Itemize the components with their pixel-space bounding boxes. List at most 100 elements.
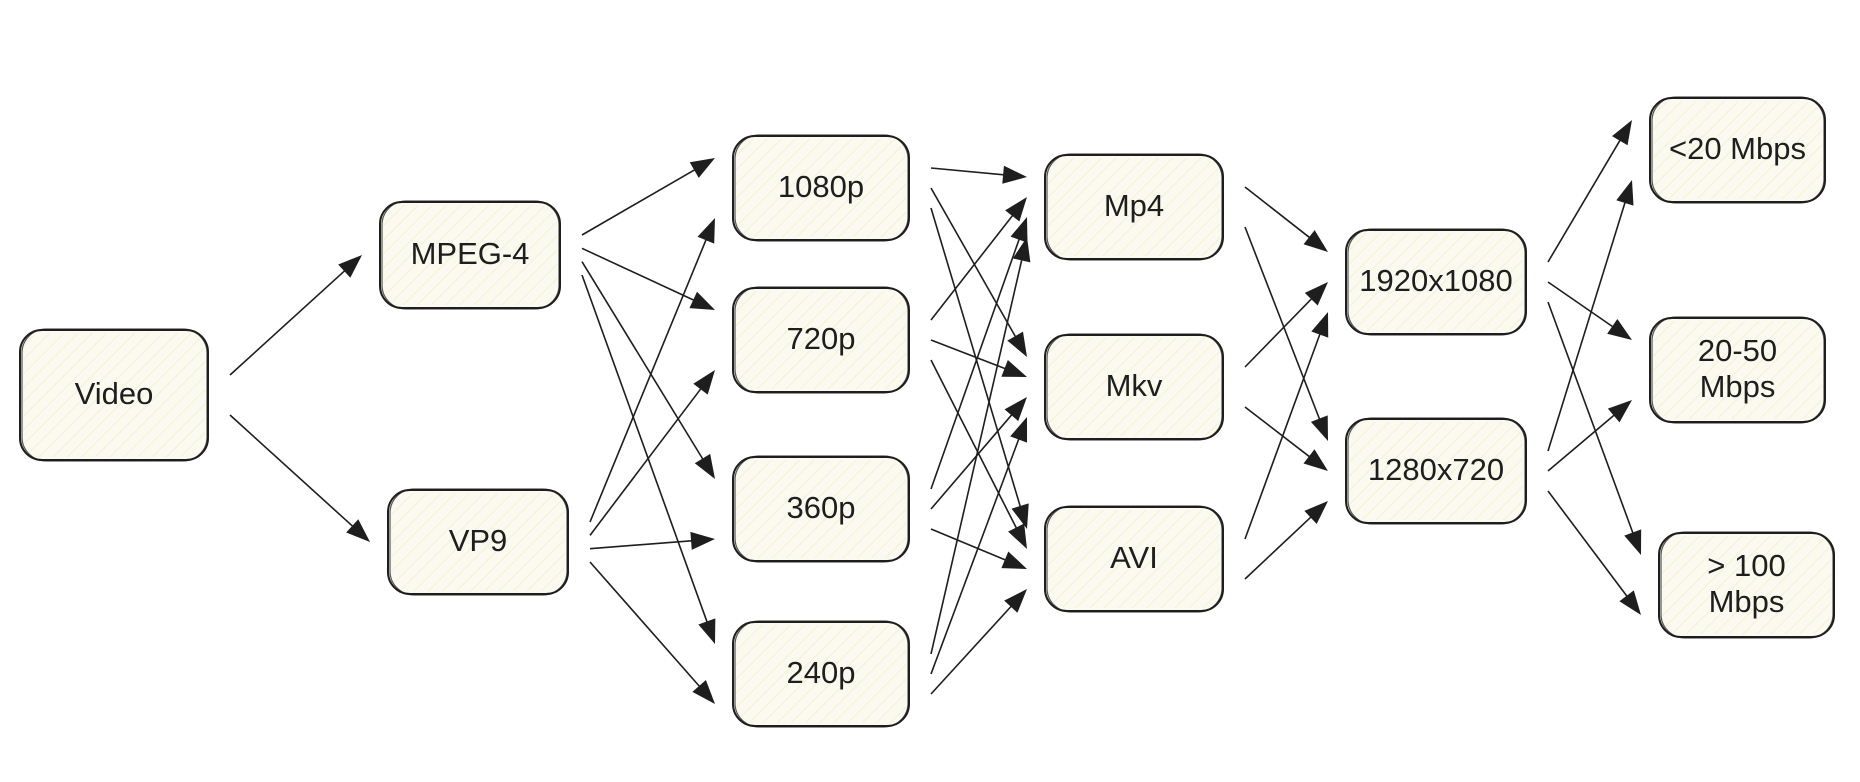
node-sketch-outline (1046, 505, 1223, 613)
arrowhead-icon (1004, 397, 1027, 422)
edge-r1280-to-b20 (1547, 180, 1634, 452)
arrowhead-icon (689, 158, 715, 178)
edge-vp9-to-p1080 (589, 218, 715, 523)
arrowhead-icon (1001, 551, 1027, 569)
arrowhead-icon (1303, 449, 1328, 471)
edge-line (930, 187, 1017, 339)
node-p720: 720p (732, 286, 910, 394)
node-label: VP9 (449, 523, 508, 558)
arrowhead-icon (690, 531, 715, 550)
node-label: MPEG-4 (411, 236, 530, 271)
edge-line (581, 261, 705, 461)
arrowhead-icon (1624, 529, 1642, 555)
arrowhead-icon (1311, 312, 1329, 338)
node-sketch-outline (734, 134, 909, 242)
arrowhead-icon (346, 519, 370, 542)
edge-line (1244, 186, 1312, 240)
node-label: Mkv (1106, 368, 1163, 403)
edge-r1920-to-b20 (1547, 120, 1632, 263)
edge-vp9-to-p360 (589, 531, 715, 550)
node-hatch (736, 625, 906, 723)
edge-line (930, 528, 1008, 562)
node-hatch (736, 291, 906, 389)
edge-line (581, 247, 696, 302)
edge-r1920-to-b100 (1547, 301, 1642, 555)
node-label: 240p (787, 655, 856, 690)
edge-line (1547, 413, 1616, 472)
node-video: Video (19, 328, 209, 462)
node-label: 720p (787, 321, 856, 356)
edge-line (1547, 301, 1635, 535)
arrowhead-icon (697, 218, 715, 244)
edge-line (930, 213, 1015, 321)
edge-avi-to-r1920 (1244, 312, 1329, 540)
arrowhead-icon (698, 618, 716, 644)
edge-line (589, 539, 694, 550)
arrowhead-icon (1008, 523, 1027, 549)
arrowhead-icon (1612, 120, 1632, 146)
arrowhead-icon (1010, 217, 1028, 243)
edge-line (930, 604, 1013, 695)
edge-line (581, 274, 709, 624)
edge-line (229, 269, 347, 376)
arrowhead-icon (694, 453, 715, 479)
edge-line (930, 258, 1023, 655)
arrowhead-icon (1616, 180, 1634, 206)
edge-line (1244, 406, 1312, 459)
edge-avi-to-r1280 (1244, 501, 1328, 580)
edge-mpeg4-to-p720 (581, 247, 715, 310)
edge-line (930, 359, 1018, 530)
arrowhead-icon (338, 255, 362, 278)
node-hatch (23, 333, 205, 457)
node-sketch-outline (1046, 153, 1223, 261)
node-label: > 100 (1707, 548, 1785, 583)
node-r1920: 1920x1080 (1345, 228, 1527, 336)
edge-line (1244, 515, 1313, 580)
arrowhead-icon (1310, 415, 1328, 441)
edge-line (1244, 297, 1314, 368)
node-label: AVI (1110, 540, 1158, 575)
node-label: Mbps (1700, 369, 1776, 404)
node-sketch-outline (21, 328, 208, 462)
edge-p240-to-avi (930, 589, 1027, 695)
node-label: 20-50 (1698, 333, 1777, 368)
arrowhead-icon (1304, 501, 1328, 524)
edge-p360-to-mkv (930, 397, 1027, 510)
edge-line (930, 167, 1006, 176)
edge-mp4-to-r1920 (1244, 186, 1328, 252)
node-sketch-outline (1651, 316, 1825, 424)
edge-line (1547, 138, 1622, 263)
arrowhead-icon (1005, 197, 1027, 222)
edge-p240-to-mkv (930, 417, 1028, 675)
edge-line (930, 339, 1007, 370)
edge-line (589, 561, 702, 689)
node-p240: 240p (732, 620, 910, 728)
nodes-layer: VideoMPEG-4VP91080p720p360p240pMp4MkvAVI… (19, 96, 1835, 728)
arrowhead-icon (1010, 417, 1028, 443)
node-hatch (736, 139, 906, 237)
edge-r1920-to-b2050 (1547, 281, 1632, 340)
edge-mkv-to-r1920 (1244, 282, 1328, 368)
edge-line (930, 437, 1021, 675)
edge-line (589, 387, 703, 536)
edge-video-to-vp9 (229, 414, 370, 542)
edge-line (1547, 200, 1627, 452)
edge-p360-to-mp4 (930, 217, 1028, 490)
node-label: 1080p (778, 169, 864, 204)
arrowhead-icon (1012, 237, 1031, 263)
arrowhead-icon (1304, 282, 1328, 306)
node-mp4: Mp4 (1044, 153, 1224, 261)
node-hatch (391, 493, 565, 591)
edge-line (930, 237, 1021, 490)
node-sketch-outline (389, 488, 568, 596)
edge-p720-to-mkv (930, 339, 1027, 377)
node-label: Mp4 (1104, 188, 1164, 223)
arrowhead-icon (1007, 331, 1027, 357)
edge-mpeg4-to-p360 (581, 261, 715, 479)
node-label: 1920x1080 (1359, 263, 1512, 298)
edge-vp9-to-p720 (589, 370, 715, 536)
node-hatch (1662, 536, 1831, 634)
node-hatch (736, 460, 906, 558)
